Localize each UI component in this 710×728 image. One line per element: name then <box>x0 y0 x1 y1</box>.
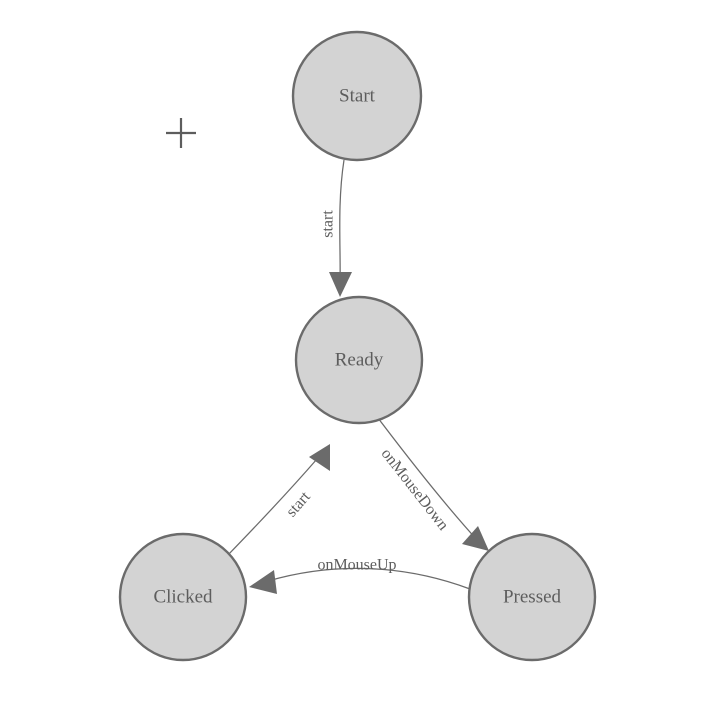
node-pressed[interactable]: Pressed <box>467 532 597 662</box>
node-circle-clicked[interactable] <box>118 532 248 662</box>
edge-line-clicked-to-ready <box>225 458 318 558</box>
node-ready[interactable]: Ready <box>294 295 424 425</box>
edge-line-pressed-to-clicked <box>267 567 471 590</box>
node-label-clicked: Clicked <box>153 586 213 607</box>
edge-label-clicked-to-ready: start <box>283 488 314 520</box>
node-label-start: Start <box>339 85 376 106</box>
node-circle-start[interactable] <box>291 30 423 162</box>
edge-pressed-to-clicked[interactable]: onMouseUp <box>249 557 471 594</box>
node-label-pressed: Pressed <box>503 586 562 607</box>
node-clicked[interactable]: Clicked <box>118 532 248 662</box>
edge-label-start-to-ready: start <box>320 210 337 238</box>
arrowhead-icon-clicked-to-ready <box>309 444 330 471</box>
edge-line-ready-to-pressed <box>377 417 479 542</box>
edge-clicked-to-ready[interactable]: start <box>225 444 330 558</box>
edge-label-ready-to-pressed: onMouseDown <box>378 445 452 533</box>
edge-start-to-ready[interactable]: start <box>320 159 352 297</box>
node-circle-ready[interactable] <box>294 295 424 425</box>
arrowhead-icon-pressed-to-clicked <box>249 570 277 594</box>
node-label-ready: Ready <box>335 349 384 370</box>
node-circle-pressed[interactable] <box>467 532 597 662</box>
plus-marker <box>166 118 196 148</box>
marker-layer <box>166 118 196 148</box>
edge-line-start-to-ready <box>339 159 345 285</box>
arrowhead-icon-ready-to-pressed <box>462 526 489 551</box>
node-start[interactable]: Start <box>291 30 423 162</box>
edge-label-pressed-to-clicked: onMouseUp <box>317 557 396 574</box>
arrowhead-icon-start-to-ready <box>329 272 352 297</box>
edge-ready-to-pressed[interactable]: onMouseDown <box>377 417 489 551</box>
